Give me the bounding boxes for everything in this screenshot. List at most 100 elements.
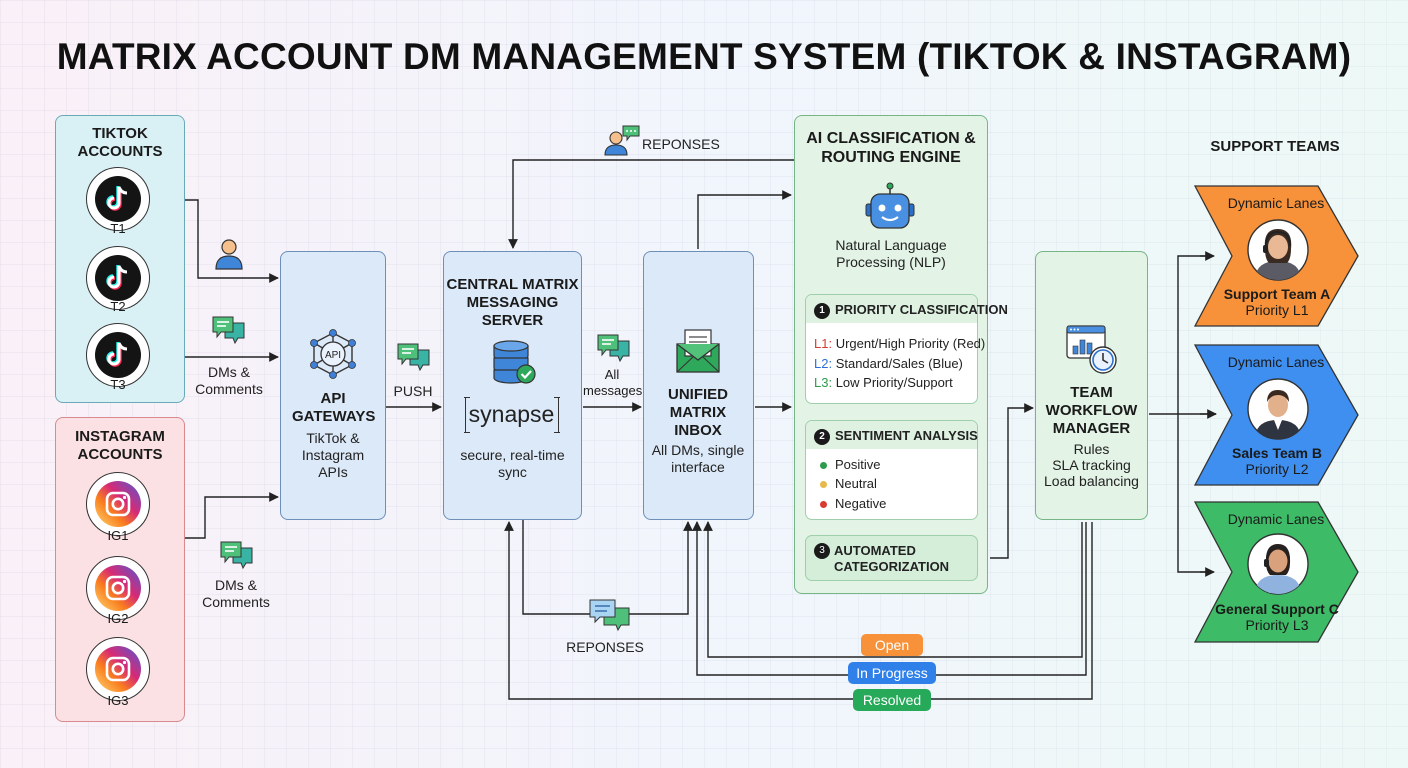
instagram-account-label: IG1 bbox=[107, 528, 129, 543]
sentiment-analysis-section[interactable]: 2 SENTIMENT ANALYSIS Positive Neutral Neg… bbox=[805, 420, 978, 520]
priority-text: Low Priority/Support bbox=[832, 375, 953, 390]
tiktok-account-t1[interactable] bbox=[86, 167, 150, 231]
synapse-logo-text: synapse bbox=[468, 401, 555, 427]
sentiment-negative: Negative bbox=[820, 496, 886, 511]
priority-level-l1: L1: Urgent/High Priority (Red) bbox=[814, 336, 985, 351]
instagram-icon bbox=[95, 565, 141, 611]
workflow-load-balancing: Load balancing bbox=[1044, 473, 1139, 489]
nlp-label: Natural Language Processing (NLP) bbox=[835, 237, 947, 270]
instagram-account-label: IG3 bbox=[107, 693, 129, 708]
user-icon bbox=[215, 239, 243, 270]
chat-bubbles-icon bbox=[589, 599, 630, 632]
support-teams-heading: SUPPORT TEAMS bbox=[1210, 138, 1340, 155]
priority-classification-heading: PRIORITY CLASSIFICATION bbox=[835, 302, 1008, 317]
agent-avatar-icon bbox=[1247, 378, 1309, 440]
priority-code: L2: bbox=[814, 356, 833, 371]
team-name: Sales Team B bbox=[1231, 445, 1322, 461]
tiktok-account-label: T1 bbox=[110, 221, 126, 236]
workflow-rules: Rules bbox=[1073, 441, 1110, 457]
automated-categorization-heading: AUTOMATED CATEGORIZATION bbox=[834, 543, 950, 574]
central-server-title: CENTRAL MATRIX MESSAGING SERVER bbox=[446, 276, 579, 329]
sentiment-positive: Positive bbox=[820, 457, 881, 472]
tiktok-icon bbox=[95, 176, 141, 222]
edge-status-open bbox=[703, 521, 1083, 658]
edge-ai-workflow bbox=[990, 403, 1034, 559]
automated-categorization-section[interactable]: 3 AUTOMATED CATEGORIZATION bbox=[805, 535, 978, 581]
chat-bubbles-icon bbox=[220, 541, 253, 570]
edge-label-all-messages: All messages bbox=[583, 367, 643, 398]
sentiment-analysis-heading: SENTIMENT ANALYSIS bbox=[835, 428, 978, 443]
agent-chat-icon bbox=[604, 125, 640, 156]
instagram-account-ig2[interactable] bbox=[86, 556, 150, 620]
team-priority: Priority L2 bbox=[1245, 461, 1309, 477]
priority-level-l2: L2: Standard/Sales (Blue) bbox=[814, 356, 963, 371]
edge-label-dms-comments: DMs & Comments bbox=[195, 364, 263, 397]
unified-inbox-title: UNIFIED MATRIX INBOX bbox=[668, 386, 728, 439]
edge-responses-top bbox=[508, 159, 794, 249]
step-number: 2 bbox=[814, 428, 830, 445]
database-icon bbox=[493, 340, 536, 384]
instagram-account-label: IG2 bbox=[107, 611, 129, 626]
team-workflow-manager-box[interactable] bbox=[1035, 251, 1148, 520]
synapse-logo: synapse bbox=[464, 397, 560, 433]
team-lane-label: Dynamic Lanes bbox=[1227, 511, 1325, 527]
envelope-icon bbox=[676, 329, 720, 373]
status-in-progress-badge[interactable]: In Progress bbox=[848, 662, 936, 684]
sentiment-label: Positive bbox=[835, 457, 881, 472]
tiktok-account-t3[interactable] bbox=[86, 323, 150, 387]
edge-label-push: PUSH bbox=[393, 383, 433, 399]
priority-text: Urgent/High Priority (Red) bbox=[832, 336, 986, 351]
team-workflow-manager-title: TEAM WORKFLOW MANAGER bbox=[1045, 384, 1138, 437]
chat-bubbles-icon bbox=[212, 316, 245, 345]
edge-inbox-ai-top bbox=[697, 190, 792, 249]
api-gateways-title: API GATEWAYS bbox=[292, 390, 376, 425]
unified-inbox-box[interactable] bbox=[643, 251, 754, 520]
central-server-subtitle: secure, real-time sync bbox=[460, 447, 565, 480]
tiktok-icon bbox=[95, 332, 141, 378]
tiktok-account-label: T3 bbox=[110, 377, 126, 392]
chat-bubbles-icon bbox=[597, 334, 630, 363]
instagram-accounts-heading: INSTAGRAM ACCOUNTS bbox=[75, 428, 165, 463]
priority-text: Standard/Sales (Blue) bbox=[832, 356, 963, 371]
edge-label-dms-comments: DMs & Comments bbox=[202, 577, 270, 610]
instagram-icon bbox=[95, 481, 141, 527]
edge-label-responses: REPONSES bbox=[566, 639, 644, 655]
priority-level-l3: L3: Low Priority/Support bbox=[814, 375, 953, 390]
api-network-icon: API bbox=[310, 329, 356, 379]
sentiment-label: Neutral bbox=[835, 476, 877, 491]
central-server-box[interactable] bbox=[443, 251, 582, 520]
step-number: 3 bbox=[814, 543, 830, 559]
edge-status-resolved bbox=[504, 521, 1093, 700]
step-number: 1 bbox=[814, 302, 830, 319]
workflow-dashboard-icon bbox=[1066, 325, 1117, 374]
sentiment-label: Negative bbox=[835, 496, 887, 511]
priority-code: L3: bbox=[814, 375, 833, 390]
instagram-account-ig1[interactable] bbox=[86, 472, 150, 536]
team-priority: Priority L3 bbox=[1245, 617, 1309, 633]
tiktok-accounts-heading: TIKTOK ACCOUNTS bbox=[77, 125, 163, 160]
unified-inbox-subtitle: All DMs, single interface bbox=[651, 442, 745, 475]
page-title: MATRIX ACCOUNT DM MANAGEMENT SYSTEM (TIK… bbox=[56, 36, 1352, 77]
api-gateways-box[interactable] bbox=[280, 251, 386, 520]
team-name: General Support C bbox=[1215, 601, 1339, 617]
priority-classification-section[interactable]: 1 PRIORITY CLASSIFICATION L1: Urgent/High… bbox=[805, 294, 1008, 404]
team-name: Support Team A bbox=[1223, 286, 1331, 302]
agent-avatar-icon bbox=[1247, 219, 1309, 281]
instagram-account-ig3[interactable] bbox=[86, 637, 150, 701]
ai-engine-title: AI CLASSIFICATION & ROUTING ENGINE bbox=[806, 130, 976, 166]
status-open-badge[interactable]: Open bbox=[861, 634, 923, 656]
edge-label-responses: REPONSES bbox=[642, 136, 720, 152]
team-lane-label: Dynamic Lanes bbox=[1227, 195, 1325, 211]
team-priority: Priority L1 bbox=[1245, 302, 1309, 318]
chat-bubbles-icon bbox=[397, 343, 430, 372]
robot-icon bbox=[865, 182, 915, 229]
instagram-icon bbox=[95, 646, 141, 692]
workflow-sla-tracking: SLA tracking bbox=[1052, 457, 1131, 473]
agent-avatar-icon bbox=[1247, 533, 1309, 595]
status-resolved-badge[interactable]: Resolved bbox=[853, 689, 931, 711]
tiktok-account-t2[interactable] bbox=[86, 246, 150, 310]
api-gateways-subtitle: TikTok & Instagram APIs bbox=[301, 430, 365, 480]
priority-code: L1: bbox=[814, 336, 833, 351]
team-lane-label: Dynamic Lanes bbox=[1227, 354, 1325, 370]
tiktok-account-label: T2 bbox=[110, 299, 126, 314]
